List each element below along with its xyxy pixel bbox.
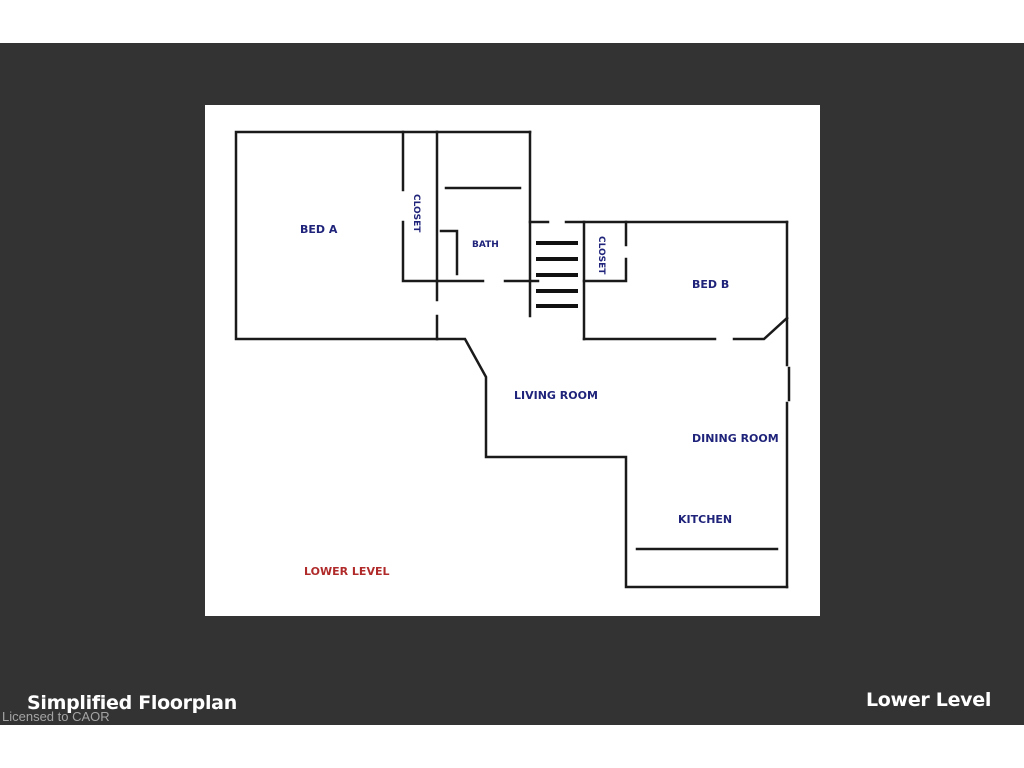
floorplan-drawing: BED A CLOSET BATH CLOSET BED B LIVING RO… — [234, 130, 791, 589]
closet-b-right-lower — [582, 257, 628, 283]
room-label-dining-room: DINING ROOM — [692, 432, 779, 445]
living-kitchen-outer-wall — [435, 337, 789, 589]
bed-a-wall — [234, 130, 439, 341]
floorplan-card: BED A CLOSET BATH CLOSET BED B LIVING RO… — [205, 105, 820, 616]
bath-fixture-wall — [439, 229, 459, 276]
room-label-closet-a: CLOSET — [411, 194, 421, 233]
room-label-bed-b: BED B — [692, 278, 729, 291]
level-label: LOWER LEVEL — [304, 565, 389, 578]
bed-b-bottom-right — [732, 316, 789, 341]
room-label-bed-a: BED A — [300, 223, 338, 236]
room-label-closet-b: CLOSET — [596, 236, 606, 275]
room-label-bath: BATH — [472, 240, 499, 250]
stairs — [536, 241, 578, 308]
walls — [234, 130, 791, 589]
room-label-living-room: LIVING ROOM — [514, 389, 598, 402]
level-caption: Lower Level — [866, 689, 992, 711]
floorplan-title: Simplified Floorplan — [27, 692, 237, 714]
closet-a-wall-lower — [401, 220, 439, 283]
license-watermark: Licensed to CAOR — [2, 709, 110, 724]
room-label-kitchen: KITCHEN — [678, 513, 732, 526]
